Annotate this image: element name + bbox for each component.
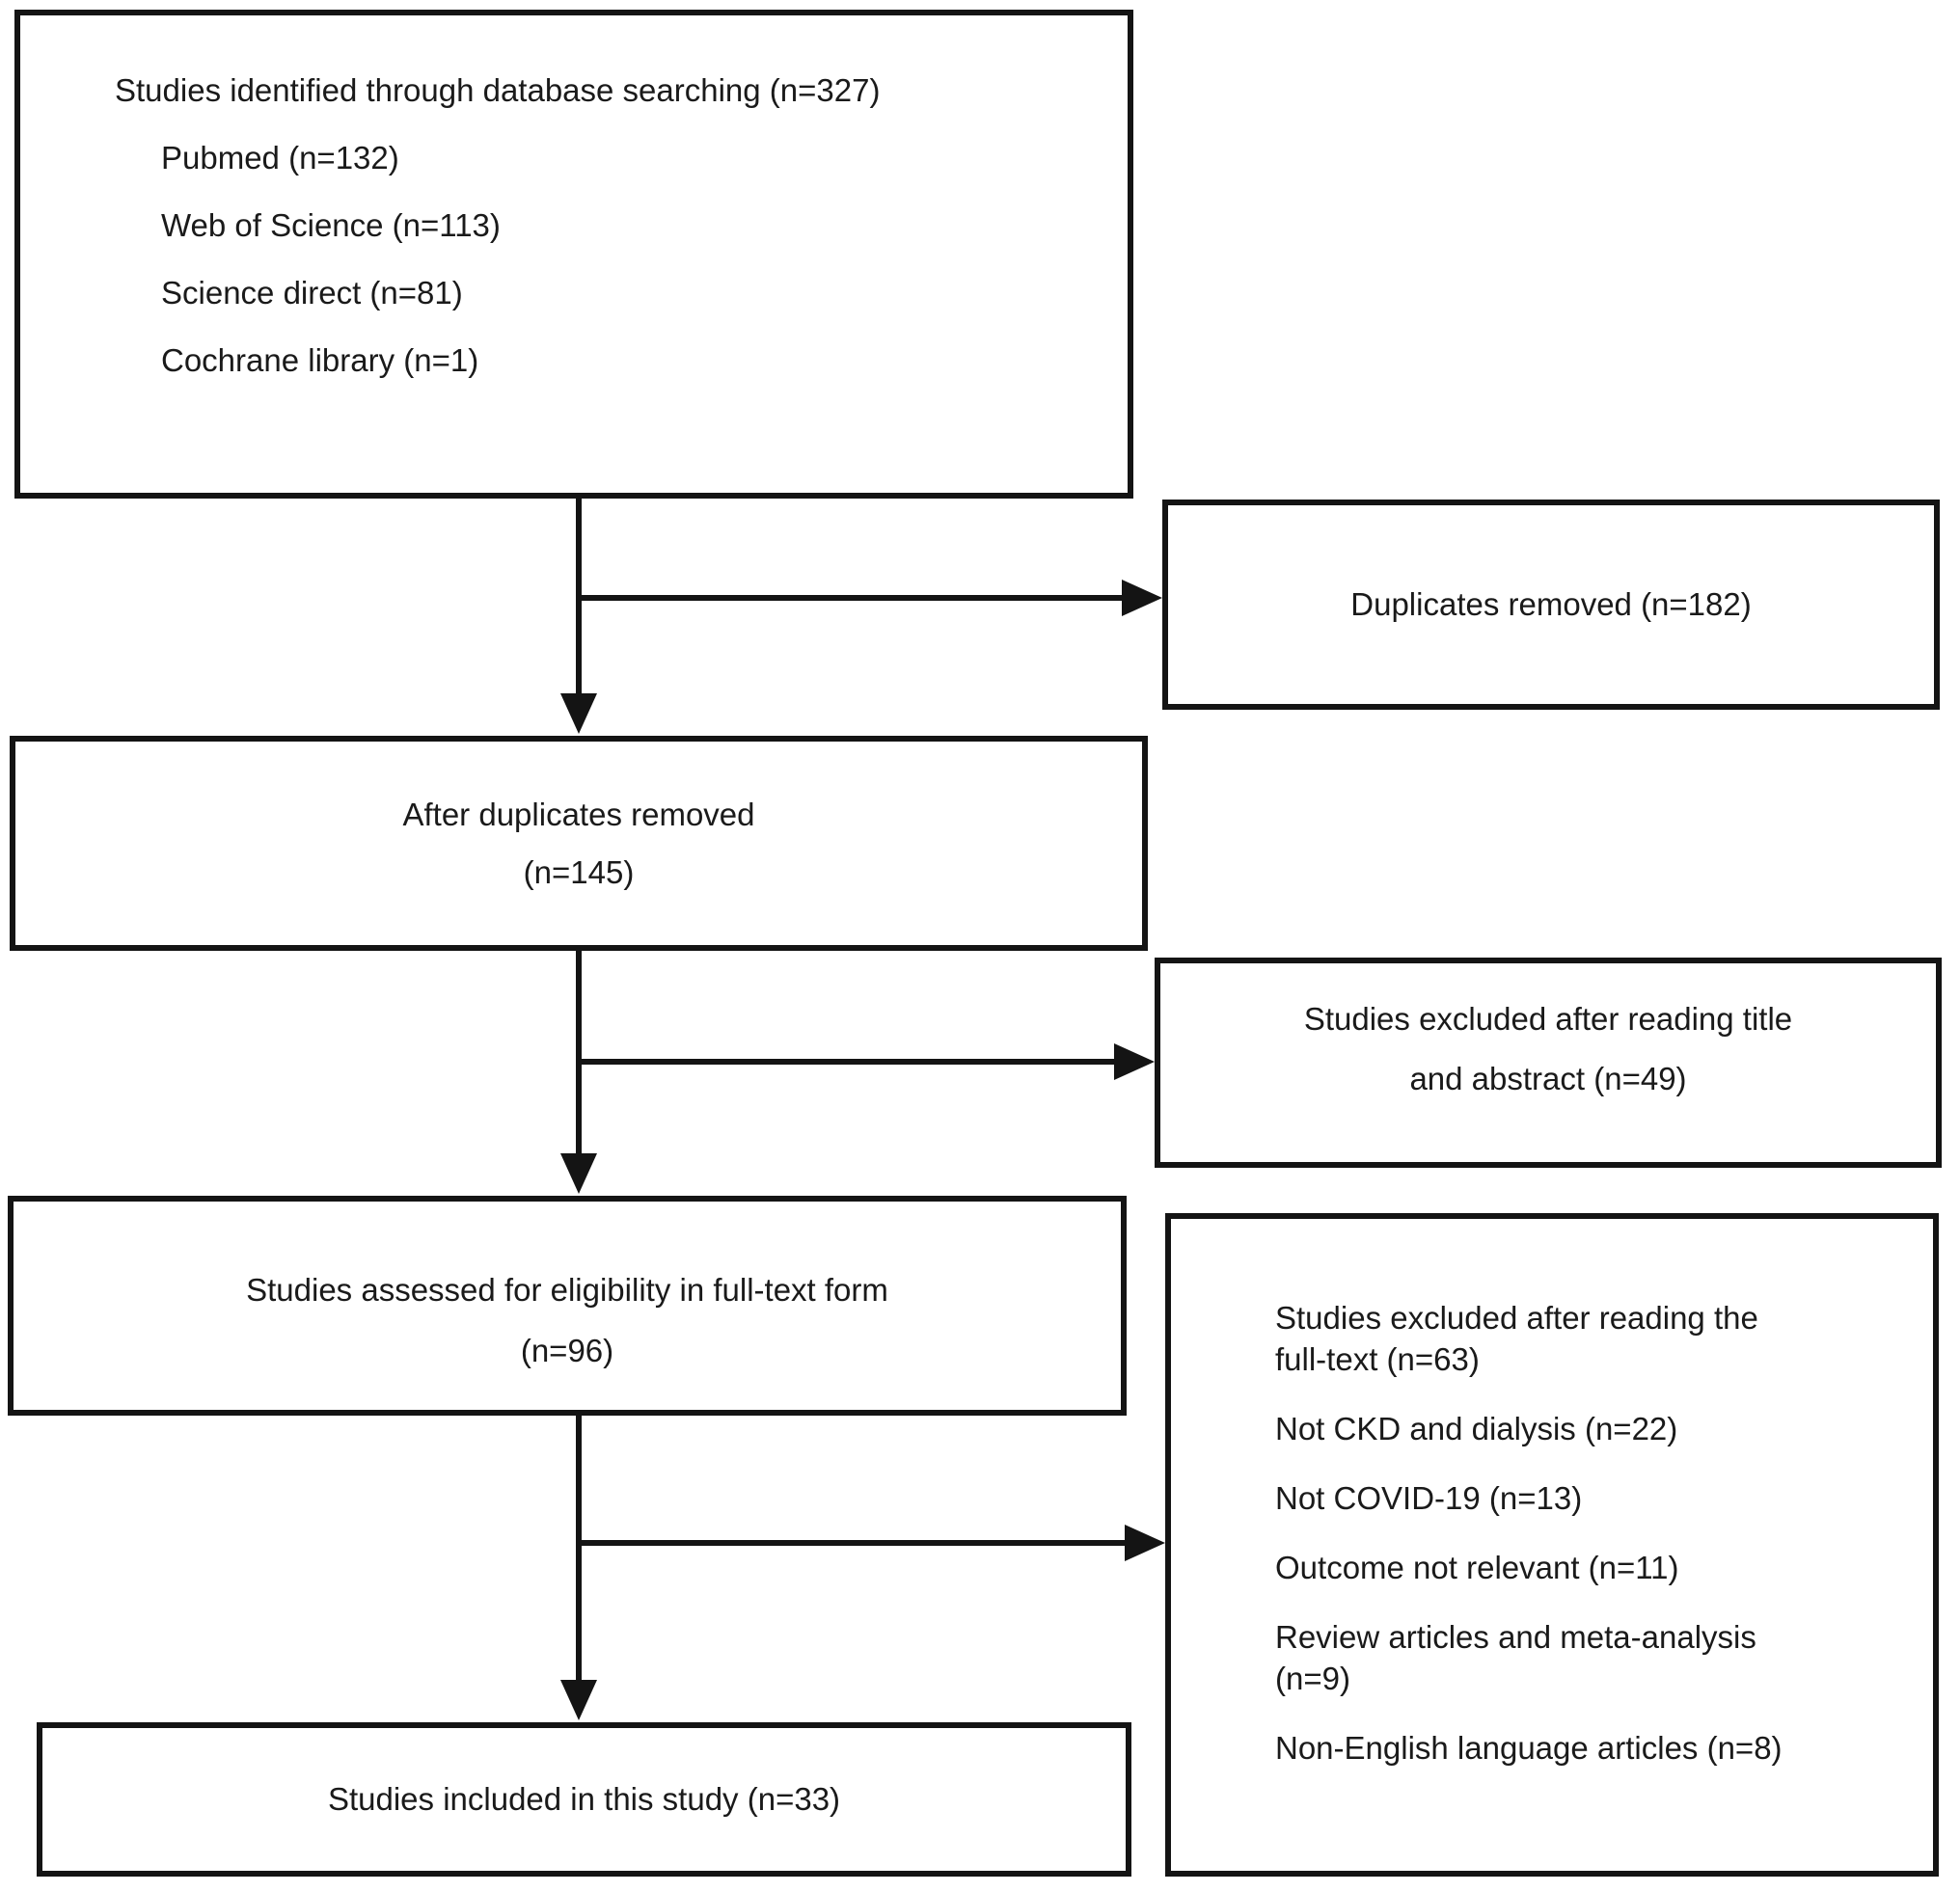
after-duplicates-line-1: After duplicates removed — [402, 797, 755, 832]
reason-not-covid19: Not COVID-19 (n=13) — [1275, 1477, 1904, 1519]
box-assessed-fulltext: Studies assessed for eligibility in full… — [8, 1196, 1127, 1416]
arrowhead-down-icon — [560, 1680, 597, 1720]
source-web-of-science: Web of Science (n=113) — [161, 207, 501, 243]
box-included-studies: Studies included in this study (n=33) — [37, 1722, 1131, 1877]
reason-review-meta-analysis: Review articles and meta-analysis (n=9) — [1275, 1616, 1904, 1699]
reason-line: Not CKD and dialysis (n=22) — [1275, 1411, 1678, 1446]
box-identified-records: Studies identified through database sear… — [14, 10, 1133, 499]
reason-line: Review articles and meta-analysis — [1275, 1619, 1756, 1655]
connector-branch-excluded-title-abstract — [576, 1059, 1116, 1065]
arrowhead-down-icon — [560, 693, 597, 734]
reason-line: (n=9) — [1275, 1661, 1350, 1696]
assessed-fulltext-count: (n=96) — [520, 1333, 614, 1368]
source-cochrane-library: Cochrane library (n=1) — [161, 342, 479, 378]
excluded-title-abstract-line-1: Studies excluded after reading title — [1303, 1001, 1793, 1037]
reason-line: Not COVID-19 (n=13) — [1275, 1480, 1583, 1516]
source-science-direct: Science direct (n=81) — [161, 275, 463, 311]
duplicates-removed-label: Duplicates removed (n=182) — [1350, 586, 1752, 622]
arrowhead-right-icon — [1114, 1043, 1155, 1080]
identified-title: Studies identified through database sear… — [115, 72, 881, 108]
source-pubmed: Pubmed (n=132) — [161, 140, 399, 176]
reason-not-ckd-dialysis: Not CKD and dialysis (n=22) — [1275, 1408, 1904, 1449]
excluded-fulltext-heading-line-2: full-text (n=63) — [1275, 1341, 1480, 1377]
assessed-fulltext-line-1: Studies assessed for eligibility in full… — [246, 1272, 888, 1308]
connector-assessed-to-included — [576, 1415, 582, 1683]
box-after-duplicates-removed: After duplicates removed (n=145) — [10, 736, 1148, 951]
reason-line: Non-English language articles (n=8) — [1275, 1730, 1783, 1766]
arrowhead-right-icon — [1125, 1525, 1165, 1561]
excluded-title-abstract-line-2: and abstract (n=49) — [1409, 1061, 1687, 1096]
box-excluded-title-abstract: Studies excluded after reading title and… — [1155, 958, 1942, 1168]
excluded-fulltext-heading-line-1: Studies excluded after reading the — [1275, 1300, 1758, 1336]
connector-after-duplicates-to-assessed — [576, 950, 582, 1158]
reason-line: Outcome not relevant (n=11) — [1275, 1550, 1679, 1585]
reason-non-english: Non-English language articles (n=8) — [1275, 1727, 1904, 1769]
included-studies-label: Studies included in this study (n=33) — [327, 1781, 841, 1817]
after-duplicates-count: (n=145) — [523, 854, 635, 890]
arrowhead-right-icon — [1122, 580, 1162, 616]
reason-outcome-not-relevant: Outcome not relevant (n=11) — [1275, 1547, 1904, 1588]
arrowhead-down-icon — [560, 1153, 597, 1194]
box-duplicates-removed: Duplicates removed (n=182) — [1162, 500, 1940, 710]
box-excluded-fulltext-reasons: Studies excluded after reading the full-… — [1165, 1213, 1939, 1877]
connector-branch-excluded-fulltext — [576, 1540, 1126, 1546]
connector-branch-duplicates-removed — [576, 595, 1124, 601]
excluded-fulltext-heading: Studies excluded after reading the full-… — [1275, 1297, 1904, 1380]
